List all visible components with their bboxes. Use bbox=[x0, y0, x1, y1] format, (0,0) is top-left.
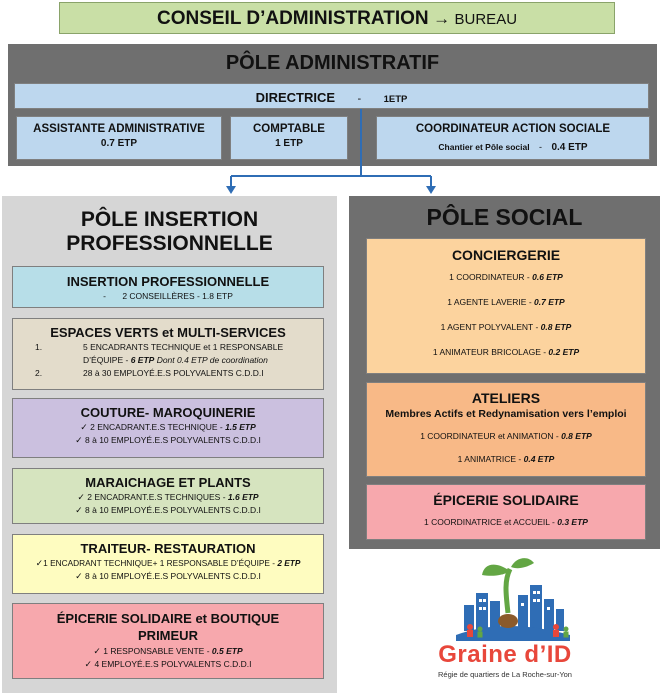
epicerie-solidaire-line1: 1 COORDINATRICE et ACCUEIL - bbox=[424, 517, 558, 527]
epicerie-boutique-line2: 4 EMPLOYÉ.E.S POLYVALENTS C.D.D.I bbox=[94, 659, 252, 669]
traiteur-box: TRAITEUR- RESTAURATION ✓1 ENCADRANT TECH… bbox=[12, 534, 324, 594]
epicerie-boutique-title: ÉPICERIE SOLIDAIRE et BOUTIQUE PRIMEUR bbox=[13, 610, 323, 644]
logo: Graine d’ID Régie de quartiers de La Roc… bbox=[420, 555, 590, 690]
logo-name: Graine d’ID bbox=[438, 641, 572, 668]
couture-line2: 8 à 10 EMPLOYÉ.E.S POLYVALENTS C.D.D.I bbox=[85, 435, 261, 445]
check-icon: ✓ bbox=[93, 646, 101, 656]
ev-item1-line2: D’ÉQUIPE - bbox=[83, 355, 131, 365]
directrice-etp: 1ETP bbox=[383, 94, 408, 105]
conciergerie-box: CONCIERGERIE 1 COORDINATEUR - 0.6 ETP 1 … bbox=[366, 238, 646, 374]
epicerie-solidaire-title: ÉPICERIE SOLIDAIRE bbox=[433, 492, 579, 508]
logo-emblem-icon bbox=[456, 558, 570, 641]
pole-social-title: PÔLE SOCIAL bbox=[426, 204, 583, 230]
directrice-dash: - bbox=[357, 93, 362, 105]
maraichage-line1-etp: 1.6 ETP bbox=[227, 492, 259, 502]
check-icon: ✓ bbox=[35, 558, 44, 568]
arrow-right-icon: → bbox=[433, 9, 451, 28]
check-icon: ✓ bbox=[75, 571, 83, 581]
check-icon: ✓ bbox=[84, 659, 93, 669]
maraichage-box: MARAICHAGE ET PLANTS ✓ 2 ENCADRANT.E.S T… bbox=[12, 468, 324, 524]
coordinateur-label: COORDINATEUR ACTION SOCIALE bbox=[415, 123, 611, 135]
epicerie-boutique-line1-etp: 0.5 ETP bbox=[211, 646, 243, 656]
maraichage-title: MARAICHAGE ET PLANTS bbox=[85, 475, 251, 490]
comptable-etp: 1 ETP bbox=[275, 138, 303, 149]
check-icon: ✓ bbox=[80, 422, 88, 432]
ateliers-line1: 1 COORDINATEUR et ANIMATION - bbox=[420, 431, 562, 441]
pole-insertion-title: PÔLE INSERTION PROFESSIONNELLE bbox=[2, 208, 337, 256]
assistante-label: ASSISTANTE ADMINISTRATIVE bbox=[33, 123, 205, 135]
comptable-box: COMPTABLE 1 ETP bbox=[230, 116, 348, 160]
insertion-pro-title: INSERTION PROFESSIONNELLE bbox=[66, 274, 270, 289]
epicerie-boutique-box: ÉPICERIE SOLIDAIRE et BOUTIQUE PRIMEUR ✓… bbox=[12, 603, 324, 679]
ev-item2-number: 2. bbox=[35, 368, 43, 378]
insertion-pro-box: INSERTION PROFESSIONNELLE - 2 CONSEILLÈR… bbox=[12, 266, 324, 308]
espaces-verts-box: ESPACES VERTS et MULTI-SERVICES 1. 5 ENC… bbox=[12, 318, 324, 390]
ateliers-line2: 1 ANIMATRICE - bbox=[457, 454, 524, 464]
ateliers-subtitle: Membres Actifs et Redynamisation vers l’… bbox=[385, 408, 627, 420]
ateliers-line1-etp: 0.8 ETP bbox=[561, 431, 592, 441]
bureau-label: BUREAU bbox=[454, 11, 518, 28]
assistante-etp: 0.7 ETP bbox=[100, 138, 138, 149]
conseil-title: CONSEIL D’ADMINISTRATION bbox=[156, 8, 429, 29]
conseil-box: CONSEIL D’ADMINISTRATION → BUREAU bbox=[59, 2, 615, 34]
conciergerie-line2-etp: 0.7 ETP bbox=[534, 297, 565, 307]
traiteur-title: TRAITEUR- RESTAURATION bbox=[80, 541, 256, 556]
epicerie-boutique-title-line2: PRIMEUR bbox=[138, 628, 198, 643]
epicerie-solidaire-box: ÉPICERIE SOLIDAIRE 1 COORDINATRICE et AC… bbox=[366, 484, 646, 540]
conciergerie-line4-etp: 0.2 ETP bbox=[548, 347, 580, 357]
connector-arrows bbox=[226, 109, 436, 194]
conciergerie-line1: 1 COORDINATEUR - bbox=[449, 272, 533, 282]
couture-line1: 2 ENCADRANT.E.S TECHNIQUE - bbox=[90, 422, 226, 432]
ev-item1-note: Dont 0.4 ETP de coordination bbox=[154, 355, 268, 365]
espaces-verts-title: ESPACES VERTS et MULTI-SERVICES bbox=[50, 325, 286, 340]
couture-box: COUTURE- MAROQUINERIE ✓ 2 ENCADRANT.E.S … bbox=[12, 398, 324, 458]
coordinateur-dash: - bbox=[539, 142, 543, 152]
check-icon: ✓ bbox=[75, 505, 83, 515]
ateliers-box: ATELIERS Membres Actifs et Redynamisatio… bbox=[366, 382, 646, 477]
check-icon: ✓ bbox=[75, 435, 83, 445]
maraichage-line1: 2 ENCADRANT.E.S TECHNIQUES - bbox=[87, 492, 228, 502]
conciergerie-line1-etp: 0.6 ETP bbox=[532, 272, 563, 282]
ev-item2-text: 28 à 30 EMPLOYÉ.E.S POLYVALENTS C.D.D.I bbox=[83, 368, 264, 378]
traiteur-line1-etp: 2 ETP bbox=[277, 558, 301, 568]
ateliers-line2-etp: 0.4 ETP bbox=[523, 454, 555, 464]
traiteur-line2: 8 à 10 EMPLOYÉ.E.S POLYVALENTS C.D.D.I bbox=[85, 571, 261, 581]
coordinateur-etp: 0.4 ETP bbox=[551, 142, 588, 153]
insertion-pro-dash: - bbox=[103, 291, 106, 301]
insertion-pro-text: 2 CONSEILLÈRES - 1.8 ETP bbox=[122, 291, 233, 301]
epicerie-solidaire-line1-etp: 0.3 ETP bbox=[557, 517, 588, 527]
traiteur-line1: 1 ENCADRANT TECHNIQUE+ 1 RESPONSABLE D’É… bbox=[43, 558, 278, 568]
couture-title: COUTURE- MAROQUINERIE bbox=[80, 405, 256, 420]
ateliers-title: ATELIERS bbox=[471, 390, 541, 406]
ev-item1-number: 1. bbox=[35, 342, 43, 352]
check-icon: ✓ bbox=[77, 492, 85, 502]
directrice-label: DIRECTRICE bbox=[255, 90, 336, 105]
logo-tagline: Régie de quartiers de La Roche-sur-Yon bbox=[438, 670, 572, 679]
ev-item1-etp: 6 ETP bbox=[130, 355, 155, 365]
conciergerie-line4: 1 ANIMATEUR BRICOLAGE - bbox=[432, 347, 549, 357]
epicerie-boutique-title-line1: ÉPICERIE SOLIDAIRE et BOUTIQUE bbox=[56, 611, 280, 626]
conciergerie-line3-etp: 0.8 ETP bbox=[540, 322, 572, 332]
conciergerie-line2: 1 AGENTE LAVERIE - bbox=[447, 297, 535, 307]
directrice-box: DIRECTRICE - 1ETP bbox=[14, 83, 649, 109]
coordinateur-box: COORDINATEUR ACTION SOCIALE Chantier et … bbox=[376, 116, 650, 160]
pole-insertion-title-line1: PÔLE INSERTION bbox=[80, 208, 259, 231]
comptable-label: COMPTABLE bbox=[253, 123, 325, 135]
ev-item1-line1: 5 ENCADRANTS TECHNIQUE et 1 RESPONSABLE bbox=[83, 342, 284, 352]
pole-insertion-title-line2: PROFESSIONNELLE bbox=[66, 232, 273, 255]
conciergerie-title: CONCIERGERIE bbox=[451, 247, 561, 263]
couture-line1-etp: 1.5 ETP bbox=[225, 422, 256, 432]
maraichage-line2: 8 à 10 EMPLOYÉ.E.S POLYVALENTS C.D.D.I bbox=[85, 505, 261, 515]
epicerie-boutique-line1: 1 RESPONSABLE VENTE - bbox=[103, 646, 212, 656]
coordinateur-sub: Chantier et Pôle social bbox=[438, 142, 530, 152]
assistante-box: ASSISTANTE ADMINISTRATIVE 0.7 ETP bbox=[16, 116, 222, 160]
pole-administratif-title: PÔLE ADMINISTRATIF bbox=[225, 52, 440, 74]
conciergerie-line3: 1 AGENT POLYVALENT - bbox=[440, 322, 541, 332]
